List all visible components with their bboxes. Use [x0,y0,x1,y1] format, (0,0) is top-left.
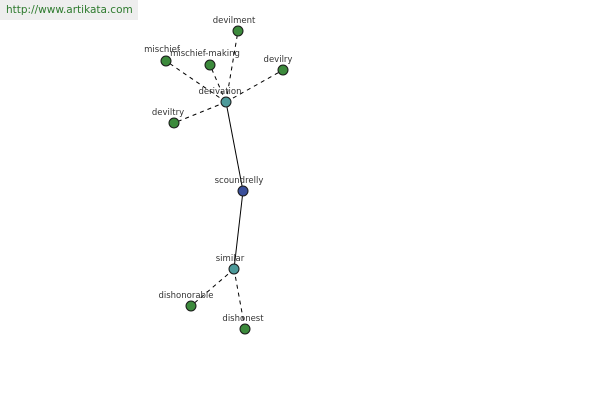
graph-nodes [160,25,289,335]
node-deviltry[interactable] [168,117,180,129]
edge-derivation-devilry [225,69,284,103]
site-url-link[interactable]: http://www.artikata.com [6,4,133,16]
node-devilment[interactable] [232,25,244,37]
node-label-devilment[interactable]: devilment [213,16,256,26]
node-label-mischief[interactable]: mischief [144,45,181,55]
node-label-mischief-making[interactable]: mischief-making [170,49,240,59]
edge-derivation-deviltry [173,101,227,124]
node-dishonest[interactable] [239,323,251,335]
edge-similar-dishonorable [190,268,235,307]
node-label-derivation[interactable]: derivation [198,87,241,97]
node-mischief-making[interactable] [204,59,216,71]
node-label-scoundrelly[interactable]: scoundrelly [215,176,264,186]
node-dishonorable[interactable] [185,300,197,312]
node-similar[interactable] [228,263,240,275]
node-label-dishonest[interactable]: dishonest [222,314,264,324]
node-label-similar[interactable]: similar [216,254,245,264]
node-devilry[interactable] [277,64,289,76]
node-label-devilry[interactable]: devilry [264,55,293,65]
node-derivation[interactable] [220,96,232,108]
node-label-dishonorable[interactable]: dishonorable [158,291,213,301]
node-mischief[interactable] [160,55,172,67]
edge-similar-dishonest [233,268,246,330]
graph-edges [165,30,284,330]
graph-labels: scoundrelly derivation similar devilment mis… [144,16,292,324]
node-scoundrelly[interactable] [237,185,249,197]
edge-scoundrelly-derivation [225,101,244,192]
edge-scoundrelly-similar [233,190,244,270]
node-label-deviltry[interactable]: deviltry [152,108,184,118]
site-banner: http://www.artikata.com [0,0,138,20]
edge-derivation-mischief-making [209,64,227,103]
